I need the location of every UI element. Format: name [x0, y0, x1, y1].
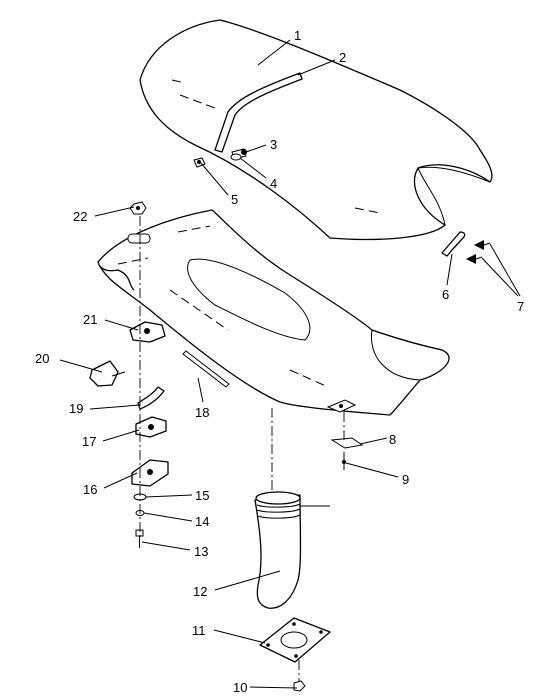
plate-part — [135, 416, 167, 438]
callout-13: 13 — [194, 544, 208, 559]
rivet-part — [466, 240, 491, 264]
callout-8: 8 — [389, 432, 396, 447]
callout-14: 14 — [195, 514, 209, 529]
nut-top-part — [129, 201, 147, 215]
callout-20: 20 — [35, 351, 49, 366]
callouts: 1 2 3 4 5 6 7 8 9 10 11 12 13 14 15 16 1… — [35, 28, 524, 695]
callout-9: 9 — [402, 472, 409, 487]
callout-12: 12 — [193, 584, 207, 599]
callout-18: 18 — [195, 405, 209, 420]
callout-7: 7 — [517, 299, 524, 314]
duct-tube-part — [254, 491, 302, 609]
seat-cover-part — [139, 19, 493, 241]
callout-16: 16 — [83, 482, 97, 497]
rod-part — [182, 350, 230, 388]
flange-plate-part — [259, 617, 331, 663]
callout-3: 3 — [270, 137, 277, 152]
callout-10: 10 — [233, 680, 247, 695]
callout-21: 21 — [83, 312, 97, 327]
screw-part — [342, 452, 346, 470]
callout-11: 11 — [192, 623, 206, 638]
latch-part — [89, 360, 126, 387]
nut-bottom-part — [293, 680, 306, 692]
seat-clip-part — [441, 231, 466, 257]
seat-base-part — [97, 209, 450, 416]
rubber-pad-part — [129, 321, 166, 343]
callout-5: 5 — [231, 192, 238, 207]
leader-lines — [59, 39, 521, 689]
callout-19: 19 — [69, 401, 83, 416]
callout-17: 17 — [82, 434, 96, 449]
bolt-part — [135, 529, 144, 548]
mounting-block-part — [131, 459, 169, 487]
callout-6: 6 — [442, 287, 449, 302]
spring-part — [137, 386, 165, 410]
base-rear-bracket-part — [326, 399, 357, 413]
callout-2: 2 — [339, 50, 346, 65]
callout-15: 15 — [195, 488, 209, 503]
strap-washer-part — [230, 153, 242, 161]
grab-strap-part — [214, 72, 303, 153]
callout-22: 22 — [73, 209, 87, 224]
callout-1: 1 — [294, 28, 301, 43]
bracket-part — [330, 437, 364, 449]
callout-4: 4 — [270, 176, 277, 191]
